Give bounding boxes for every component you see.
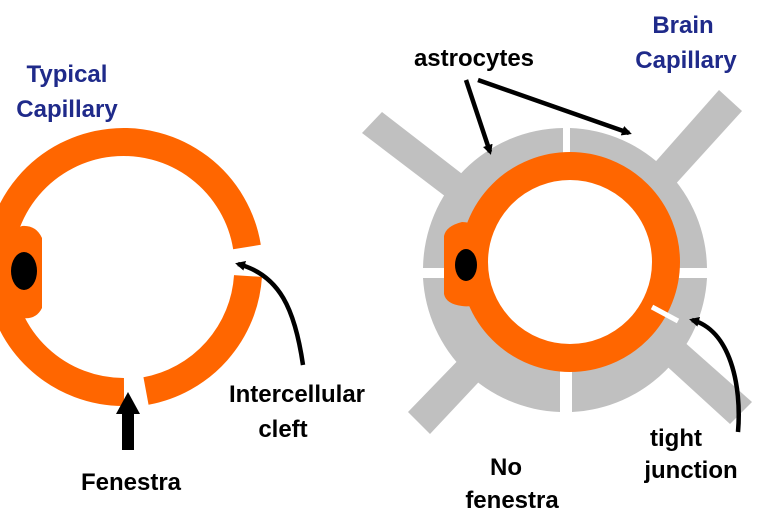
- astrocytes-arrow-left: [463, 79, 493, 155]
- brain-capillary-ring: [460, 152, 680, 372]
- cleft-arrow: [235, 260, 306, 366]
- tight-label-line2: junction: [643, 457, 737, 484]
- tight-label-line1: tight: [650, 425, 702, 452]
- no-fenestra-label-line1: No: [490, 454, 522, 481]
- cleft-label-line2: cleft: [258, 416, 307, 443]
- astrocytes-label: astrocytes: [414, 45, 534, 72]
- brain-nucleus: [455, 249, 477, 281]
- cleft-label-line1: Intercellular: [229, 381, 365, 408]
- astrocyte-end-feet: [362, 90, 752, 434]
- fenestra-label: Fenestra: [81, 469, 182, 496]
- brain-title-line2: Capillary: [635, 47, 737, 74]
- fenestra-arrow: [116, 392, 140, 450]
- tight-junction: [650, 304, 680, 324]
- typical-capillary-ring: [0, 128, 262, 407]
- no-fenestra-label-line2: fenestra: [465, 487, 559, 514]
- astrocytes-arrow-right: [477, 77, 632, 136]
- typical-nucleus: [11, 252, 37, 290]
- typical-title-line2: Capillary: [16, 96, 118, 123]
- brain-title-line1: Brain: [652, 12, 713, 39]
- tight-junction-arrow: [689, 316, 741, 433]
- typical-title-line1: Typical: [27, 61, 108, 88]
